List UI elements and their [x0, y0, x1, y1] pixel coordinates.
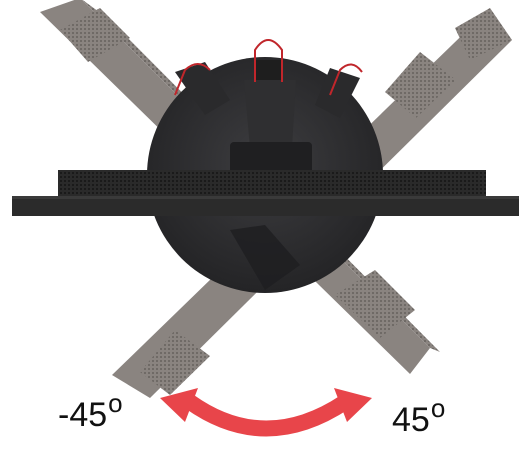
degree-symbol-left: o [108, 388, 123, 418]
curved-double-arrow-icon [160, 388, 372, 437]
angle-label-minus-45: -45o [58, 390, 123, 434]
ghost-hinges [175, 62, 360, 118]
pivot-highlight [174, 39, 363, 96]
monitor-top-view [12, 170, 519, 216]
angle-value-minus-45: -45 [58, 396, 108, 434]
degree-symbol-right: o [430, 393, 446, 423]
angle-value-plus-45: 45 [392, 401, 430, 439]
angle-label-plus-45: 45o [392, 395, 445, 439]
stand-neck [230, 60, 312, 178]
ghost-lower-panels [230, 225, 300, 290]
